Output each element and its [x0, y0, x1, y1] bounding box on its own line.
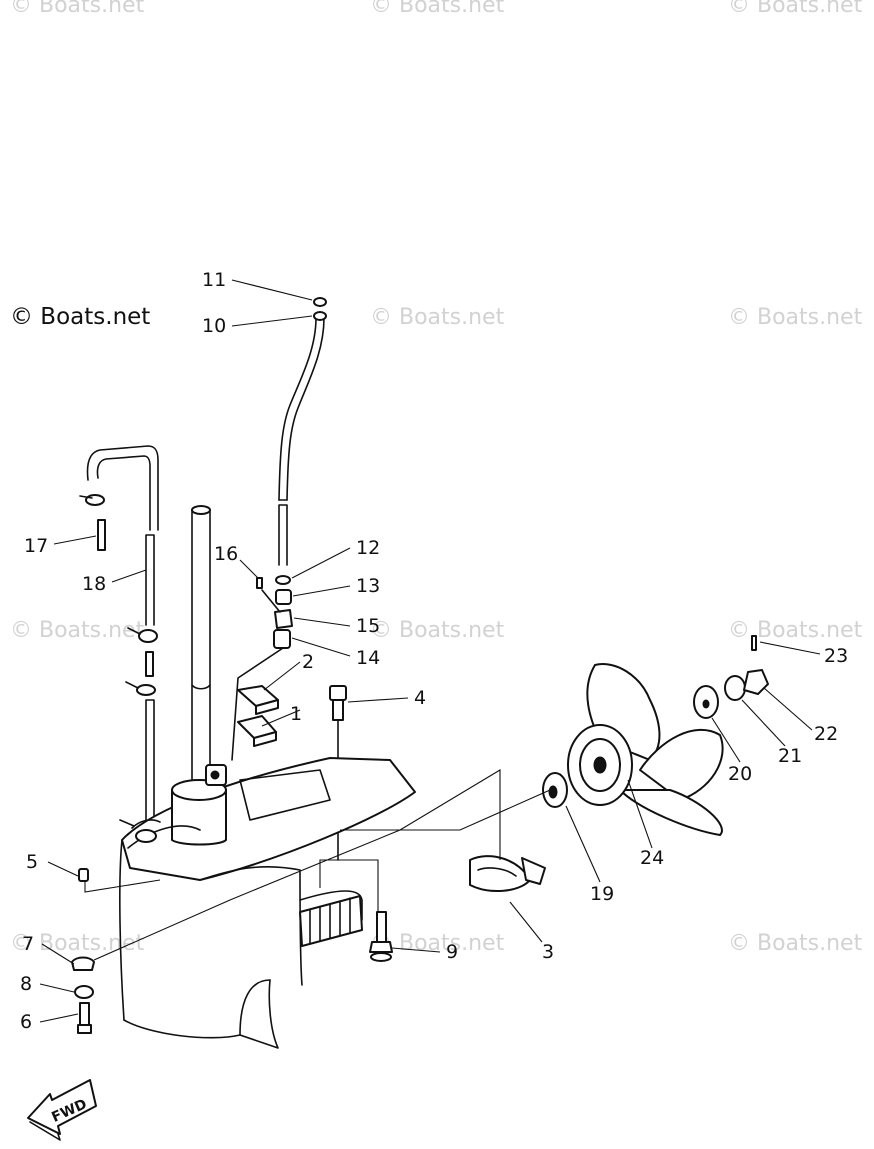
- callout-number: 18: [82, 573, 106, 595]
- watermark-text: © Boats.net: [10, 618, 145, 643]
- grommet-10: [313, 311, 327, 321]
- bushing-13: [275, 589, 292, 605]
- washer-21: [724, 675, 746, 701]
- callout-number: 24: [640, 847, 664, 869]
- callout-number: 8: [20, 973, 32, 995]
- nut-7: [71, 956, 95, 971]
- shift-rod-parts: [231, 575, 293, 761]
- callout-number: 3: [542, 941, 554, 963]
- screw-16: [256, 577, 263, 589]
- watermark-text: © Boats.net: [728, 305, 863, 330]
- water-tube: [278, 297, 327, 566]
- watermark-text: © Boats.net: [370, 0, 505, 18]
- grommet-12: [275, 575, 291, 585]
- watermark-text: © Boats.net: [10, 931, 145, 956]
- lower-casing: [119, 757, 416, 1049]
- bolt: [145, 651, 154, 677]
- bolt-6: [79, 1002, 90, 1026]
- callout-number: 15: [356, 615, 380, 637]
- callout-number: 7: [22, 933, 34, 955]
- callout-number: 16: [214, 543, 238, 565]
- callout-number: 14: [356, 647, 380, 669]
- trim-tab-3: [469, 855, 531, 892]
- clamp: [138, 629, 158, 643]
- callout-number: 19: [590, 883, 614, 905]
- anodes: [237, 685, 279, 747]
- guide-lines: [84, 769, 551, 961]
- watermark-text: © Boats.net: [370, 305, 505, 330]
- collar-15: [274, 609, 293, 629]
- callout-number: 22: [814, 723, 838, 745]
- callout-number: 17: [24, 535, 48, 557]
- callout-number: 11: [202, 269, 226, 291]
- leader-lines: [39, 279, 821, 1023]
- callout-number: 10: [202, 315, 226, 337]
- callout-number: 9: [446, 941, 458, 963]
- hose-assembly: [79, 445, 159, 821]
- plug-5: [78, 868, 89, 882]
- callout-numbers: 1 2 3 4 5 6 7 8 9 10 11 12 13 14 15 16 1…: [20, 269, 848, 1033]
- watermark-text-main: © Boats.net: [10, 304, 150, 330]
- callout-number: 2: [302, 651, 314, 673]
- callout-number: 6: [20, 1011, 32, 1033]
- watermark-text: © Boats.net: [370, 618, 505, 643]
- callout-number: 5: [26, 851, 38, 873]
- nut-22: [743, 669, 769, 695]
- callout-number: 21: [778, 745, 802, 767]
- watermark-text: © Boats.net: [728, 618, 863, 643]
- watermark-text: © Boats.net: [10, 0, 145, 18]
- callout-number: 12: [356, 537, 380, 559]
- callout-number: 1: [290, 703, 302, 725]
- drive-shaft: [191, 505, 211, 781]
- propeller-assembly: [469, 635, 769, 892]
- fwd-direction-badge: FWD: [27, 1079, 97, 1141]
- callout-number: 20: [728, 763, 752, 785]
- connector-14: [273, 629, 291, 649]
- grommet-11: [313, 297, 327, 307]
- callout-number: 13: [356, 575, 380, 597]
- watermark-text: © Boats.net: [728, 931, 863, 956]
- watermark-text: © Boats.net: [728, 0, 863, 18]
- clamp: [136, 684, 156, 696]
- fasteners: [71, 868, 393, 1034]
- callout-number: 4: [414, 687, 426, 709]
- cotter-pin-23: [751, 635, 757, 651]
- callout-number: 23: [824, 645, 848, 667]
- clamp: [85, 494, 105, 506]
- watermarks: © Boats.net © Boats.net © Boats.net © Bo…: [10, 0, 863, 956]
- bolt-17: [97, 519, 106, 551]
- washer-8: [74, 985, 94, 999]
